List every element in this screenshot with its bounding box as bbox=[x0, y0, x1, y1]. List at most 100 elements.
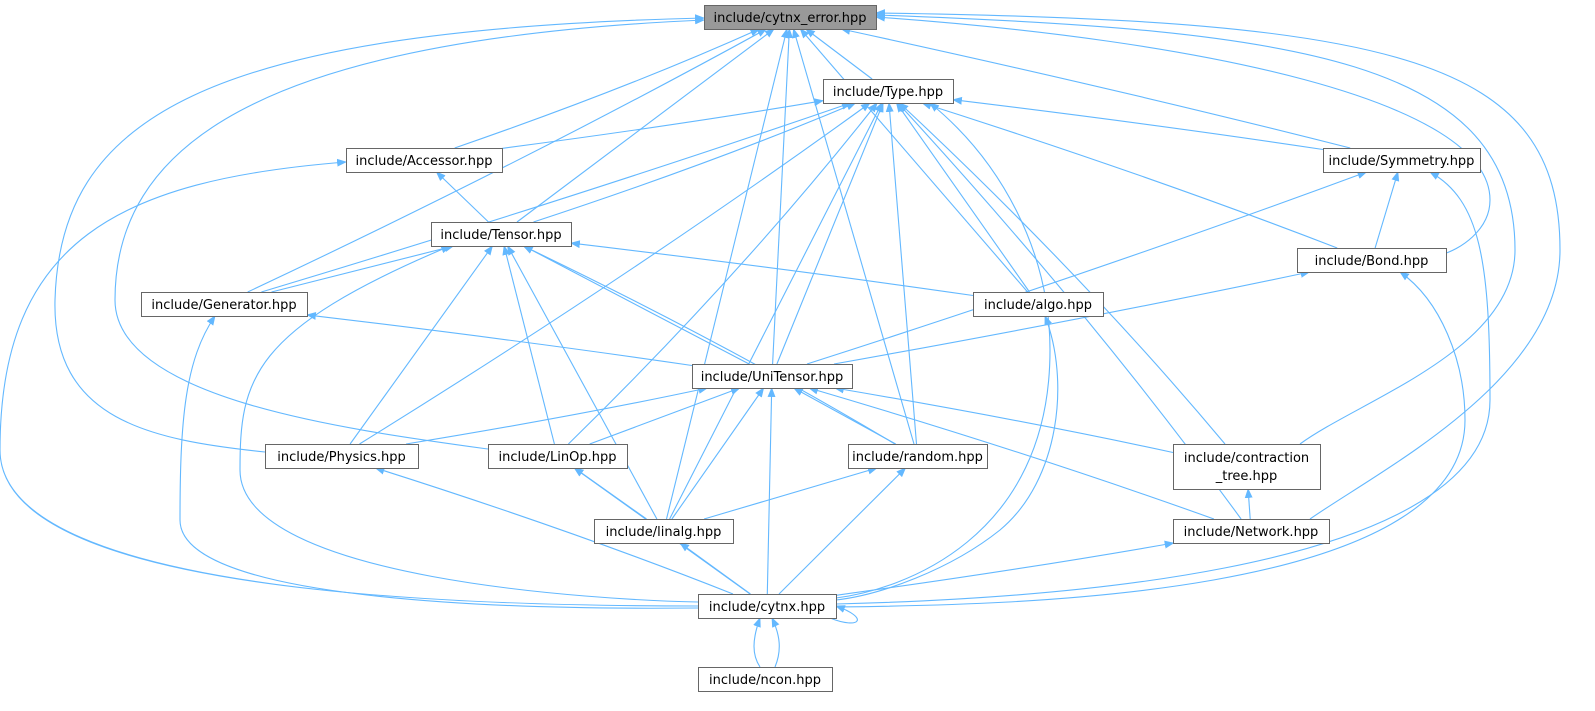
node-label: include/cytnx_error.hpp bbox=[713, 11, 866, 26]
edge-Bond-includes-cytnx_error bbox=[875, 13, 1491, 256]
node-label: include/Physics.hpp bbox=[277, 450, 405, 465]
node-box bbox=[346, 148, 503, 173]
edge-linalg-includes-Tensor bbox=[507, 245, 658, 520]
node-UniTensor[interactable]: include/UniTensor.hpp bbox=[692, 364, 853, 389]
edge-Bond-includes-Symmetry bbox=[1374, 171, 1400, 249]
nodes: include/cytnx_error.hpp include/Type.hpp i… bbox=[141, 5, 1481, 692]
node-box bbox=[823, 79, 954, 104]
edge-Tensor-includes-Accessor bbox=[435, 171, 489, 223]
node-box bbox=[488, 444, 628, 469]
node-Bond[interactable]: include/Bond.hpp bbox=[1297, 248, 1447, 273]
edge-cytnx-includes-Generator bbox=[179, 315, 699, 609]
edge-linalg-includes-Type bbox=[669, 102, 883, 520]
edge-UniTensor-includes-Generator bbox=[306, 312, 693, 367]
edge-LinOp-includes-Type bbox=[568, 102, 878, 445]
node-random[interactable]: include/random.hpp bbox=[848, 444, 988, 469]
edge-Symmetry-includes-cytnx_error bbox=[840, 27, 1351, 149]
node-box bbox=[848, 444, 988, 469]
node-label: include/Symmetry.hpp bbox=[1329, 154, 1475, 169]
edge-Physics-includes-cytnx_error bbox=[54, 14, 705, 453]
edge-algo-includes-Type bbox=[895, 102, 1030, 293]
edge-contraction_tree-includes-UniTensor bbox=[833, 385, 1174, 454]
edge-UniTensor-includes-Type bbox=[776, 102, 884, 365]
node-box bbox=[698, 594, 837, 619]
edge-algo-includes-Tensor bbox=[570, 240, 974, 297]
node-label-line2: _tree.hpp bbox=[1215, 469, 1278, 484]
edge-UniTensor-includes-cytnx_error bbox=[772, 28, 793, 365]
edge-Generator-includes-Type bbox=[261, 102, 852, 293]
edge-algo-includes-cytnx_error bbox=[799, 28, 1029, 293]
edge-UniTensor-includes-Symmetry bbox=[806, 171, 1368, 365]
edge-Accessor-includes-Type bbox=[501, 98, 824, 149]
node-box bbox=[1173, 444, 1321, 490]
node-algo[interactable]: include/algo.hpp bbox=[973, 292, 1104, 317]
edge-Network-includes-cytnx_error bbox=[875, 9, 1561, 520]
edge-Physics-includes-Tensor bbox=[349, 245, 493, 445]
node-box bbox=[1297, 248, 1447, 273]
node-label: include/ncon.hpp bbox=[709, 673, 821, 688]
node-label: include/linalg.hpp bbox=[606, 525, 722, 540]
edge-cytnx-includes-Symmetry bbox=[835, 171, 1491, 605]
edge-LinOp-includes-UniTensor bbox=[589, 387, 741, 445]
node-linalg[interactable]: include/linalg.hpp bbox=[594, 519, 734, 544]
edge-Symmetry-includes-Type bbox=[952, 96, 1324, 151]
edge-cytnx-includes-linalg bbox=[679, 542, 751, 595]
node-label: include/LinOp.hpp bbox=[499, 450, 617, 465]
edge-random-includes-Tensor bbox=[522, 245, 896, 445]
node-box bbox=[698, 667, 833, 692]
edge-Physics-includes-Type bbox=[359, 102, 871, 445]
node-box bbox=[594, 519, 734, 544]
edge-cytnx-includes-Network bbox=[835, 540, 1175, 596]
edge-linalg-includes-UniTensor bbox=[671, 387, 765, 520]
edge-Bond-includes-Type bbox=[921, 101, 1338, 249]
node-box bbox=[973, 292, 1104, 317]
edge-Generator-includes-cytnx_error bbox=[247, 28, 768, 293]
node-ncon[interactable]: include/ncon.hpp bbox=[698, 667, 833, 692]
node-Physics[interactable]: include/Physics.hpp bbox=[265, 444, 419, 469]
edges bbox=[0, 9, 1561, 668]
edge-Tensor-includes-Type bbox=[533, 102, 857, 223]
edge-contraction_tree-includes-cytnx_error bbox=[875, 11, 1516, 445]
node-label: include/Type.hpp bbox=[833, 85, 943, 100]
node-Network[interactable]: include/Network.hpp bbox=[1173, 519, 1330, 544]
edge-cytnx-includes-Physics bbox=[374, 466, 734, 595]
edge-LinOp-includes-cytnx_error bbox=[114, 16, 705, 451]
node-Generator[interactable]: include/Generator.hpp bbox=[141, 292, 308, 317]
edge-random-includes-Type bbox=[885, 102, 918, 445]
edge-random-includes-UniTensor bbox=[792, 387, 896, 445]
node-label: include/Accessor.hpp bbox=[356, 154, 493, 169]
node-Type[interactable]: include/Type.hpp bbox=[823, 79, 954, 104]
node-box bbox=[265, 444, 419, 469]
edge-cytnx-includes-Accessor bbox=[0, 158, 699, 607]
edge-UniTensor-includes-Bond bbox=[833, 269, 1311, 365]
node-contraction-tree[interactable]: include/contraction _tree.hpp bbox=[1173, 444, 1321, 490]
edge-Accessor-includes-cytnx_error bbox=[454, 28, 761, 149]
edge-cytnx-includes-Tensor bbox=[239, 245, 699, 603]
edge-ncon-includes-cytnx bbox=[753, 617, 761, 668]
edge-cytnx-includes-Type bbox=[835, 102, 1051, 599]
node-label: include/cytnx.hpp bbox=[709, 600, 825, 615]
node-cytnx[interactable]: include/cytnx.hpp bbox=[698, 594, 837, 619]
edge-cytnx-includes-random bbox=[778, 467, 907, 595]
edge-UniTensor-includes-Tensor bbox=[523, 245, 750, 365]
node-LinOp[interactable]: include/LinOp.hpp bbox=[488, 444, 628, 469]
edge-Type-includes-cytnx_error bbox=[805, 28, 873, 80]
node-Tensor[interactable]: include/Tensor.hpp bbox=[431, 222, 572, 247]
node-box bbox=[431, 222, 572, 247]
node-label: include/random.hpp bbox=[852, 450, 983, 465]
node-box bbox=[141, 292, 308, 317]
node-label: include/Network.hpp bbox=[1184, 525, 1319, 540]
node-label: include/contraction bbox=[1184, 451, 1309, 466]
node-Symmetry[interactable]: include/Symmetry.hpp bbox=[1323, 148, 1481, 173]
node-Accessor[interactable]: include/Accessor.hpp bbox=[346, 148, 503, 173]
node-label: include/Tensor.hpp bbox=[440, 228, 561, 243]
edge-contraction_tree-includes-Type bbox=[898, 102, 1226, 445]
edge-Tensor-includes-cytnx_error bbox=[516, 28, 775, 223]
node-cytnx-error[interactable]: include/cytnx_error.hpp bbox=[704, 5, 877, 30]
edge-linalg-includes-cytnx_error bbox=[665, 28, 789, 520]
edge-Network-includes-UniTensor bbox=[808, 386, 1215, 520]
edge-linalg-includes-random bbox=[703, 466, 878, 520]
edge-cytnx-includes-Bond bbox=[835, 271, 1466, 608]
node-label: include/algo.hpp bbox=[984, 298, 1092, 313]
